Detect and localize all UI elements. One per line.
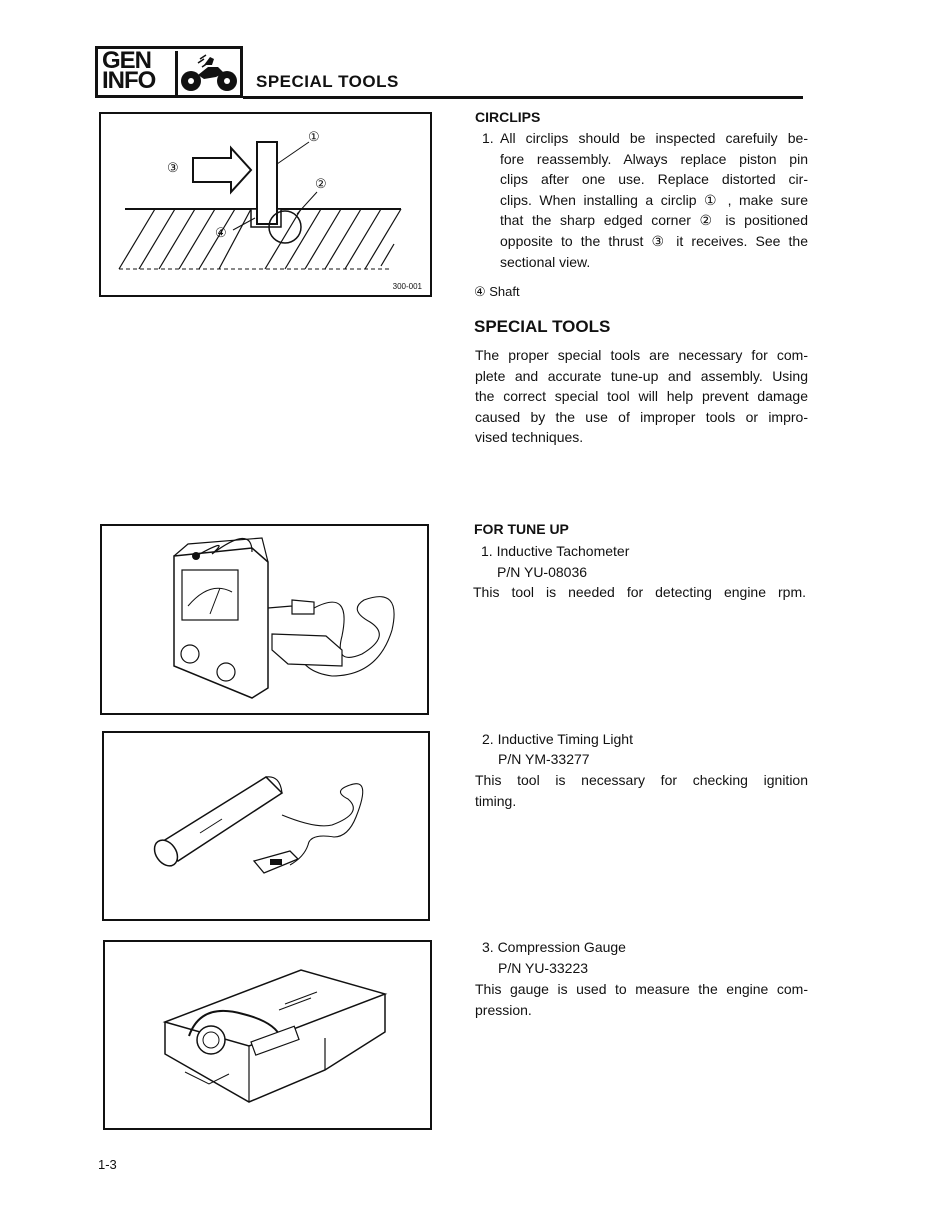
- special-tools-line: the correct special tool will help preve…: [475, 388, 808, 405]
- logo-line-info: INFO: [102, 67, 156, 94]
- section-logo: GEN INFO: [95, 46, 243, 98]
- tachometer-illustration: [100, 524, 429, 715]
- page-title: SPECIAL TOOLS: [256, 72, 399, 91]
- tool-2-description: This tool is necessary for checking igni…: [475, 770, 808, 811]
- timing-light-illustration: [102, 731, 430, 921]
- special-tools-heading: SPECIAL TOOLS: [474, 317, 611, 336]
- circlips-line: fore reassembly. Always replace piston p…: [500, 150, 808, 167]
- circlips-line: clips after one use. Replace distorted c…: [500, 171, 808, 188]
- special-tools-line: caused by the use of improper tools or i…: [475, 408, 808, 425]
- special-tools-paragraph: The proper special tools are necessary f…: [475, 345, 808, 448]
- callout-2: ②: [315, 176, 327, 191]
- motorcycle-icon: [181, 54, 237, 91]
- tool-1-description: This tool is needed for detecting engine…: [473, 582, 806, 603]
- tool-3-line: pression.: [475, 1001, 532, 1018]
- header-rule: [243, 96, 803, 99]
- compression-gauge-illustration: [103, 940, 432, 1130]
- special-tools-line: The proper special tools are necessary f…: [475, 347, 808, 363]
- tool-2-name: 2. Inductive Timing Light: [482, 731, 633, 747]
- tool-1-name: 1. Inductive Tachometer: [481, 543, 630, 559]
- tool-1-part-number: P/N YU-08036: [497, 564, 588, 580]
- figure-code: 300-001: [392, 282, 422, 291]
- callout-1: ①: [308, 129, 320, 144]
- section-logo-text: GEN INFO: [100, 47, 178, 95]
- tool-3-part-number: P/N YU-33223: [498, 960, 589, 976]
- circlips-line: that the sharp edged corner ② is positio…: [500, 212, 808, 229]
- tool-3-name: 3. Compression Gauge: [482, 939, 626, 955]
- special-tools-line: plete and accurate tune-up and assembly.…: [475, 367, 808, 384]
- tool-2-part-number: P/N YM-33277: [498, 751, 590, 767]
- circlip-diagram: ① ② ③ ④ 300-001: [99, 112, 432, 297]
- page-number: 1-3: [98, 1157, 117, 1172]
- circlips-line: sectional view.: [500, 253, 591, 270]
- special-tools-line: vised techniques.: [475, 429, 584, 446]
- tool-2-line: This tool is necessary for checking igni…: [475, 772, 808, 788]
- tool-3-line: This gauge is used to measure the engine…: [475, 981, 808, 997]
- tool-2-line: timing.: [475, 792, 517, 809]
- tune-up-heading: FOR TUNE UP: [474, 521, 569, 537]
- circlips-line: clips. When installing a circlip ① , mak…: [500, 191, 808, 208]
- circlips-item-number: 1.: [482, 130, 494, 146]
- tool-3-description: This gauge is used to measure the engine…: [475, 979, 808, 1020]
- circlips-heading: CIRCLIPS: [475, 109, 541, 125]
- circlips-line: All circlips should be inspected carefui…: [500, 130, 808, 146]
- circlips-instructions: All circlips should be inspected carefui…: [500, 128, 808, 272]
- logo-line-gen: GEN: [102, 47, 152, 74]
- circlips-line: opposite to the thrust ③ it receives. Se…: [500, 232, 808, 249]
- tool-1-line: This tool is needed for detecting engine…: [473, 584, 806, 600]
- shaft-note: ④ Shaft: [474, 284, 520, 299]
- callout-4: ④: [215, 225, 227, 240]
- callout-3: ③: [167, 160, 179, 175]
